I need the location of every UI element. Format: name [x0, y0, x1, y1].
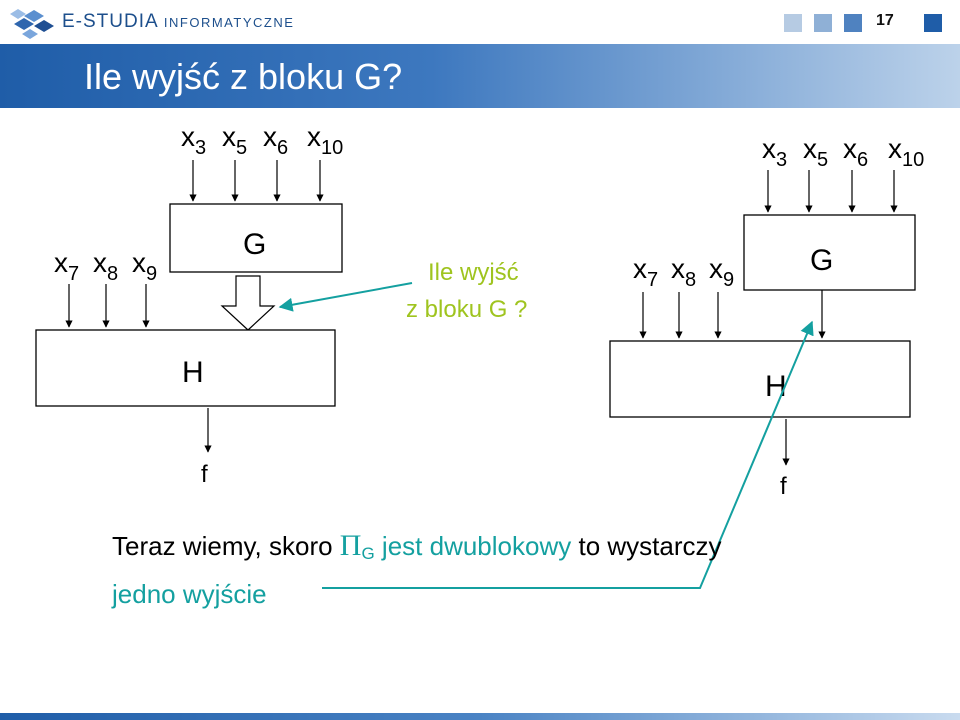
square-1 — [784, 14, 802, 32]
right-block-h-label: H — [765, 370, 787, 403]
note-pointer-arrow — [278, 282, 413, 312]
brand-text: E-STUDIA INFORMATYCZNE — [62, 11, 294, 33]
left-block-h-label: H — [182, 356, 204, 389]
left-block-g — [169, 203, 343, 273]
left-block-g-label: G — [243, 228, 266, 261]
right-block-h — [609, 340, 911, 418]
footer-bar — [0, 713, 960, 720]
left-side-input-3: x9 — [132, 247, 157, 285]
sentence-line-2: jedno wyjście — [112, 579, 267, 609]
left-top-input-3: x6 — [263, 121, 288, 159]
square-3 — [844, 14, 862, 32]
right-diagram: x3 x5 x6 x10 G x7 x8 x9 H f — [609, 133, 924, 500]
left-side-input-1: x7 — [54, 247, 79, 285]
right-top-input-2: x5 — [803, 133, 828, 171]
e-studia-logo-icon — [10, 9, 54, 39]
conclusion-sentence: Teraz wiemy, skoro ΠG jest dwublokowy to… — [112, 526, 892, 614]
brand-small: INFORMATYCZNE — [163, 15, 295, 30]
note-line-1: Ile wyjść — [428, 259, 519, 286]
sentence-part-3: to wystarczy — [571, 531, 722, 561]
sentence-line-1: Teraz wiemy, skoro ΠG jest dwublokowy to… — [112, 526, 892, 574]
right-block-g-label: G — [810, 244, 833, 277]
right-side-input-3: x9 — [709, 253, 734, 291]
left-block-h — [35, 329, 336, 407]
note-line-2: z bloku G ? — [406, 296, 527, 323]
left-side-input-2: x8 — [93, 247, 118, 285]
title-bar: Ile wyjść z bloku G? — [0, 44, 960, 108]
page-title: Ile wyjść z bloku G? — [84, 56, 403, 97]
left-multi-output-arrow — [220, 275, 276, 331]
slide-header: E-STUDIA INFORMATYCZNE 17 — [0, 0, 960, 44]
pi-subscript: G — [361, 544, 375, 563]
right-output-label: f — [780, 473, 787, 500]
page-number: 17 — [876, 12, 894, 29]
left-top-input-2: x5 — [222, 121, 247, 159]
sentence-part-1: Teraz wiemy, skoro — [112, 531, 340, 561]
sentence-part-2: jest dwublokowy — [374, 531, 572, 561]
right-top-input-4: x10 — [888, 133, 924, 171]
square-4 — [924, 14, 942, 32]
pi-symbol: Π — [339, 529, 362, 562]
left-top-input-1: x3 — [181, 121, 206, 159]
sentence-pointer-arrow — [322, 320, 814, 589]
right-top-input-3: x6 — [843, 133, 868, 171]
right-side-input-2: x8 — [671, 253, 696, 291]
square-2 — [814, 14, 832, 32]
left-output-label: f — [201, 461, 208, 488]
right-top-input-1: x3 — [762, 133, 787, 171]
left-diagram: x3 x5 x6 x10 G x7 x8 x9 H f — [35, 121, 343, 488]
brand-main: E-STUDIA — [62, 11, 158, 32]
right-block-g — [743, 214, 916, 291]
right-side-input-1: x7 — [633, 253, 658, 291]
left-top-input-4: x10 — [307, 121, 343, 159]
